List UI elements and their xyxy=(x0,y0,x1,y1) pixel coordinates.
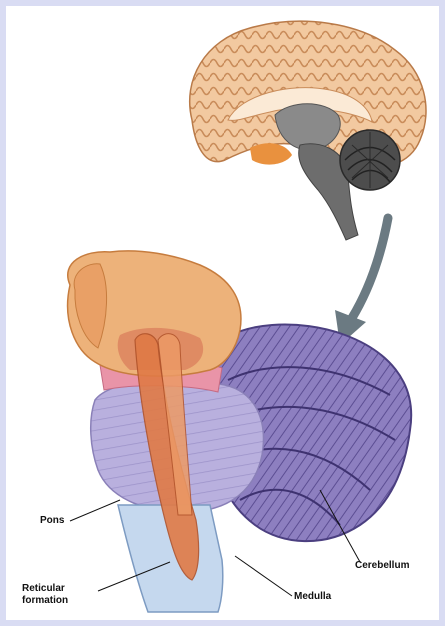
midbrain-orange xyxy=(250,143,292,164)
cerebellum-small xyxy=(340,130,400,190)
label-reticular-formation: Reticular formation xyxy=(22,583,68,607)
sagittal-brain-section xyxy=(190,21,426,240)
label-medulla: Medulla xyxy=(294,591,331,603)
zoom-arrow xyxy=(335,218,388,345)
pons-leader-line xyxy=(70,500,120,521)
medulla-leader-line xyxy=(235,556,292,596)
label-pons: Pons xyxy=(40,515,64,527)
label-cerebellum: Cerebellum xyxy=(355,560,409,572)
